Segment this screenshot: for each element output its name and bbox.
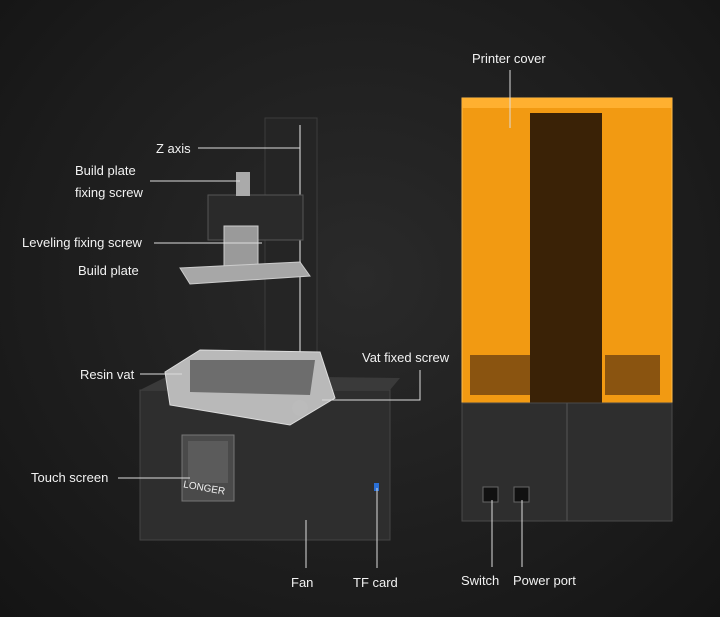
label-tf-card: TF card	[353, 575, 398, 590]
label-leveling-fixing-screw: Leveling fixing screw	[22, 235, 142, 250]
label-z-axis: Z axis	[156, 141, 191, 156]
label-build-plate-fixing-screw-line1: Build plate	[75, 163, 136, 178]
label-build-plate-fixing-screw-line2: fixing screw	[75, 185, 143, 200]
label-touch-screen: Touch screen	[31, 470, 109, 485]
right-printer	[461, 97, 673, 522]
label-fan: Fan	[291, 575, 314, 590]
label-switch: Switch	[461, 573, 500, 588]
leader-lines	[118, 70, 523, 568]
label-power-port: Power port	[513, 573, 576, 588]
label-resin-vat: Resin vat	[80, 367, 135, 382]
left-printer	[139, 117, 400, 541]
label-printer-cover: Printer cover	[472, 51, 546, 66]
label-vat-fixed-screw: Vat fixed screw	[362, 350, 450, 365]
label-build-plate: Build plate	[78, 263, 139, 278]
